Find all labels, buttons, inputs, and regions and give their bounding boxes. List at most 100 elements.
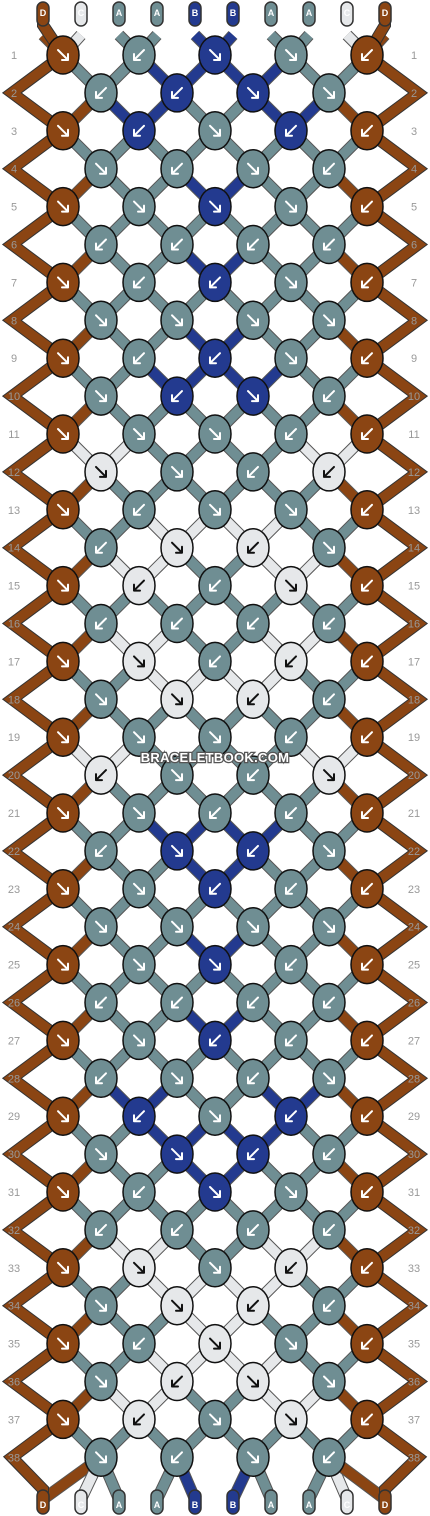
row-number-right: 37 [408,1414,420,1426]
arrow-down-left-icon [209,352,221,365]
row-number-right: 24 [408,922,420,934]
arrow-down-right-icon [247,920,259,933]
row-number-left: 12 [8,467,20,479]
row-number-left: 6 [11,240,17,252]
arrow-down-right-icon [323,314,335,327]
top-strand-letter: B [230,8,237,18]
arrow-down-left-icon [323,996,335,1009]
top-strand-end [264,1,278,27]
top-strand-letter: C [78,8,85,18]
row-number-right: 38 [408,1452,420,1464]
arrow-down-right-icon [247,1375,259,1388]
top-strand-letter: A [116,8,123,18]
arrow-down-left-icon [95,844,107,857]
bottom-strand-letter: D [40,1500,47,1510]
arrow-down-right-icon [285,276,297,289]
row-number-left: 20 [8,770,20,782]
row-number-right: 28 [408,1073,420,1085]
arrow-down-right-icon [133,200,145,213]
top-strand-letter: A [268,8,275,18]
arrow-down-left-icon [209,1034,221,1047]
row-number-right: 33 [408,1263,420,1275]
arrow-down-right-icon [323,541,335,554]
arrow-down-right-icon [57,503,69,516]
top-strand-end [150,1,164,27]
arrow-down-left-icon [247,617,259,630]
arrow-down-right-icon [95,314,107,327]
row-number-left: 9 [11,353,17,365]
row-number-left: 4 [11,164,17,176]
arrow-down-right-icon [247,1451,259,1464]
top-strand-end [112,1,126,27]
watermark: BRACELETBOOK.COM [141,750,290,765]
arrow-down-left-icon [285,1261,297,1274]
row-number-left: 5 [11,202,17,214]
knot-layer [46,35,384,1478]
row-number-left: 30 [8,1149,20,1161]
arrow-down-left-icon [133,1413,145,1426]
bottom-strand-letter: A [268,1500,275,1510]
arrow-down-right-icon [323,920,335,933]
arrow-down-left-icon [171,162,183,175]
row-number-right: 11 [408,429,419,441]
arrow-down-left-icon [133,1337,145,1350]
arrow-down-right-icon [285,1186,297,1198]
row-number-right: 20 [408,770,420,782]
arrow-down-left-icon [361,49,373,61]
arrow-down-left-icon [323,1451,335,1464]
row-number-left: 27 [8,1035,20,1047]
arrow-down-left-icon [323,693,335,706]
arrow-down-left-icon [285,958,297,971]
arrow-down-right-icon [57,807,69,819]
row-number-right: 32 [408,1225,420,1237]
bottom-strand-end [150,1489,164,1515]
bottom-strand-letter: B [192,1500,199,1510]
row-number-right: 6 [411,240,417,252]
row-number-left: 17 [8,656,20,668]
arrow-down-left-icon [247,238,259,251]
arrow-down-left-icon [285,731,297,744]
arrow-down-right-icon [133,807,145,819]
arrow-down-left-icon [171,86,183,99]
top-strand-letter: A [306,8,313,18]
arrow-down-right-icon [209,731,221,744]
arrow-down-right-icon [323,844,335,857]
arrow-down-left-icon [209,807,221,819]
row-number-right: 31 [408,1187,420,1199]
arrow-down-right-icon [95,1451,107,1464]
row-number-right: 22 [408,846,420,858]
arrow-down-left-icon [361,731,373,744]
arrow-down-left-icon [247,1072,259,1085]
arrow-down-right-icon [285,503,297,516]
bottom-strand-end [378,1489,392,1515]
top-strand-letter: A [154,8,161,18]
arrow-down-left-icon [361,428,373,440]
arrow-down-left-icon [361,1034,373,1047]
row-number-left: 38 [8,1452,20,1464]
arrow-down-left-icon [133,1186,145,1198]
arrow-down-left-icon [285,124,297,137]
arrow-down-left-icon [171,390,183,403]
arrow-down-left-icon [361,503,373,516]
arrow-down-right-icon [171,314,183,327]
row-number-right: 10 [408,391,420,403]
arrow-down-left-icon [247,1299,259,1312]
arrow-down-left-icon [247,1148,259,1161]
arrow-down-right-icon [57,1413,69,1426]
arrow-down-right-icon [171,1148,183,1161]
arrow-down-right-icon [171,465,183,478]
arrow-down-left-icon [361,655,373,668]
bottom-strand-end [340,1489,354,1515]
arrow-down-left-icon [361,807,373,819]
row-number-right: 5 [411,202,417,214]
arrow-down-right-icon [323,769,335,782]
arrow-down-left-icon [209,276,221,289]
arrow-down-right-icon [57,882,69,895]
arrow-down-left-icon [133,579,145,592]
arrow-down-left-icon [323,162,335,175]
arrow-down-left-icon [323,617,335,630]
arrow-down-right-icon [57,1110,69,1123]
arrow-down-right-icon [209,958,221,971]
arrow-down-right-icon [95,162,107,175]
row-number-left: 37 [8,1414,20,1426]
